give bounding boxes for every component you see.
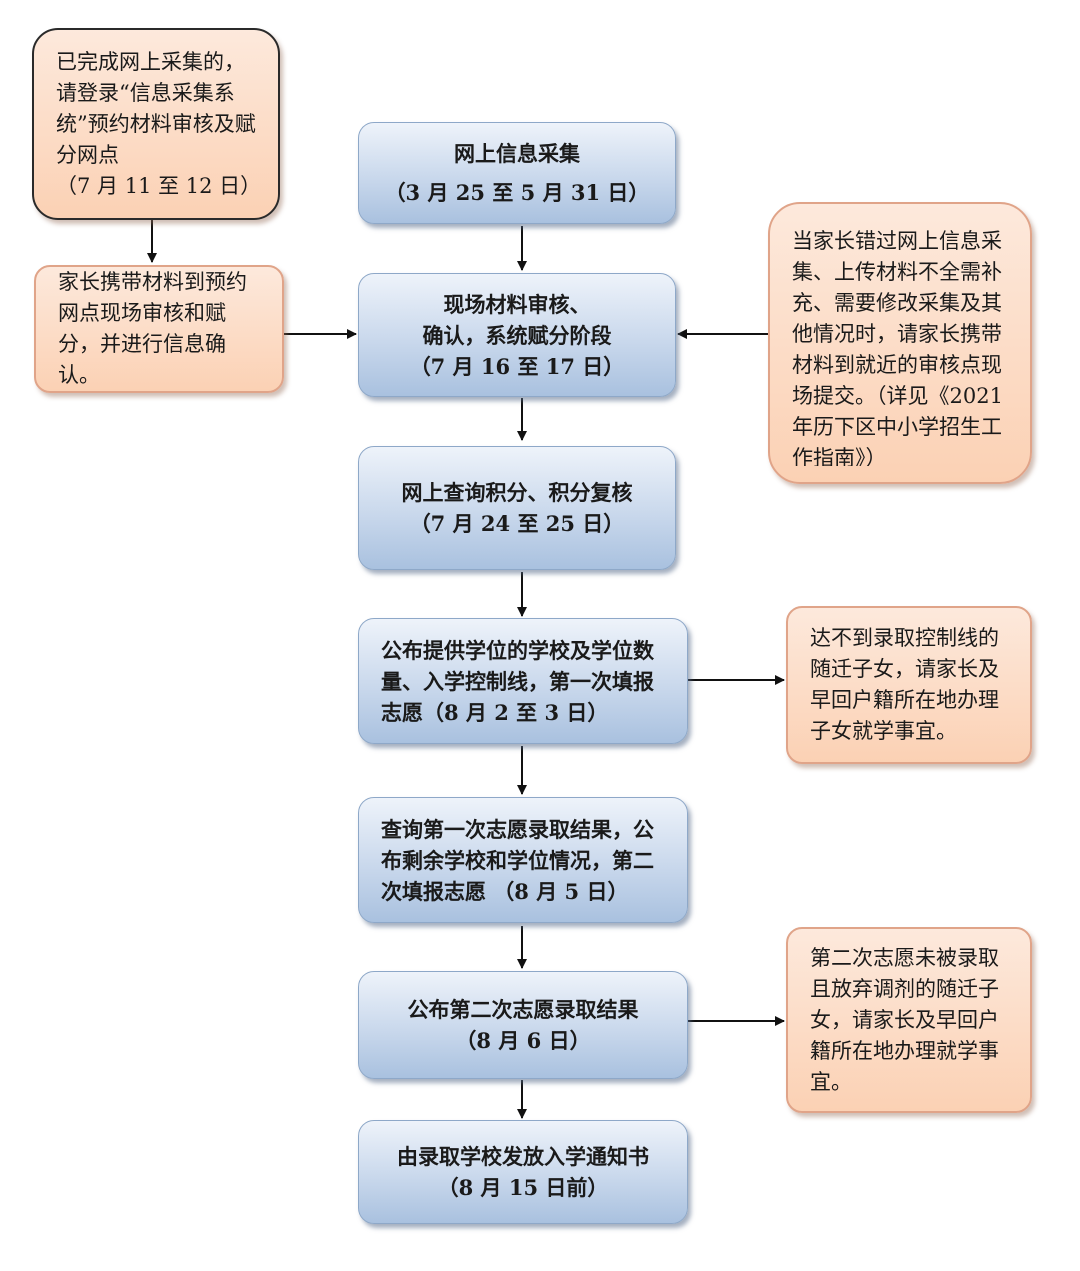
- step-second-choice: 查询第一次志愿录取结果，公布剩余学校和学位情况，第二次填报志愿 （8 月 5 日…: [358, 797, 688, 923]
- step-first-choice: 公布提供学位的学校及学位数量、入学控制线，第一次填报志愿（8 月 2 至 3 日…: [358, 618, 688, 744]
- note-missed-collection-text: 当家长错过网上信息采集、上传材料不全需补充、需要修改采集及其他情况时，请家长携带…: [792, 229, 1003, 466]
- note-parent-visit: 家长携带材料到预约网点现场审核和赋分，并进行信息确认。: [34, 265, 284, 393]
- step-online-collection-date: （3 月 25 至 5 月 31 日）: [384, 180, 650, 205]
- step-admission-notice-title: 由录取学校发放入学通知书: [397, 1144, 649, 1169]
- note-missed-collection: 当家长错过网上信息采集、上传材料不全需补充、需要修改采集及其他情况时，请家长携带…: [768, 202, 1032, 484]
- note-parent-visit-text: 家长携带材料到预约网点现场审核和赋分，并进行信息确认。: [58, 270, 247, 387]
- step-admission-notice-date: （8 月 15 日前）: [437, 1175, 609, 1200]
- step-score-query-title: 网上查询积分、积分复核: [401, 480, 633, 505]
- step-onsite-review-date: （7 月 16 至 17 日）: [409, 353, 625, 379]
- step-score-query: 网上查询积分、积分复核 （7 月 24 至 25 日）: [358, 446, 676, 570]
- step-second-result-title: 公布第二次志愿录取结果: [407, 997, 639, 1022]
- step-admission-notice: 由录取学校发放入学通知书 （8 月 15 日前）: [358, 1120, 688, 1224]
- step-onsite-review: 现场材料审核、 确认，系统赋分阶段 （7 月 16 至 17 日）: [358, 273, 676, 397]
- step-second-result: 公布第二次志愿录取结果 （8 月 6 日）: [358, 971, 688, 1079]
- note-prior-booking: 已完成网上采集的，请登录“信息采集系统”预约材料审核及赋分网点 （7 月 11 …: [32, 28, 280, 220]
- step-second-choice-text: 查询第一次志愿录取结果，公布剩余学校和学位情况，第二次填报志愿 （8 月 5 日…: [381, 816, 654, 904]
- step-onsite-review-line1: 现场材料审核、: [443, 291, 591, 317]
- step-score-query-date: （7 月 24 至 25 日）: [409, 511, 625, 536]
- note-below-control-line-text: 达不到录取控制线的随迁子女，请家长及早回户籍所在地办理子女就学事宜。: [810, 626, 999, 743]
- step-first-choice-text: 公布提供学位的学校及学位数量、入学控制线，第一次填报志愿（8 月 2 至 3 日…: [381, 637, 654, 725]
- note-prior-booking-date: （7 月 11 至 12 日）: [56, 173, 262, 198]
- note-second-not-admitted-text: 第二次志愿未被录取且放弃调剂的随迁子女，请家长及早回户籍所在地办理就学事宜。: [810, 945, 999, 1094]
- step-online-collection: 网上信息采集 （3 月 25 至 5 月 31 日）: [358, 122, 676, 224]
- note-second-not-admitted: 第二次志愿未被录取且放弃调剂的随迁子女，请家长及早回户籍所在地办理就学事宜。: [786, 927, 1032, 1113]
- note-below-control-line: 达不到录取控制线的随迁子女，请家长及早回户籍所在地办理子女就学事宜。: [786, 606, 1032, 764]
- note-prior-booking-text: 已完成网上采集的，请登录“信息采集系统”预约材料审核及赋分网点: [56, 49, 256, 167]
- step-online-collection-title: 网上信息采集: [454, 141, 580, 166]
- step-second-result-date: （8 月 6 日）: [455, 1028, 591, 1053]
- step-onsite-review-line2: 确认，系统赋分阶段: [422, 322, 612, 348]
